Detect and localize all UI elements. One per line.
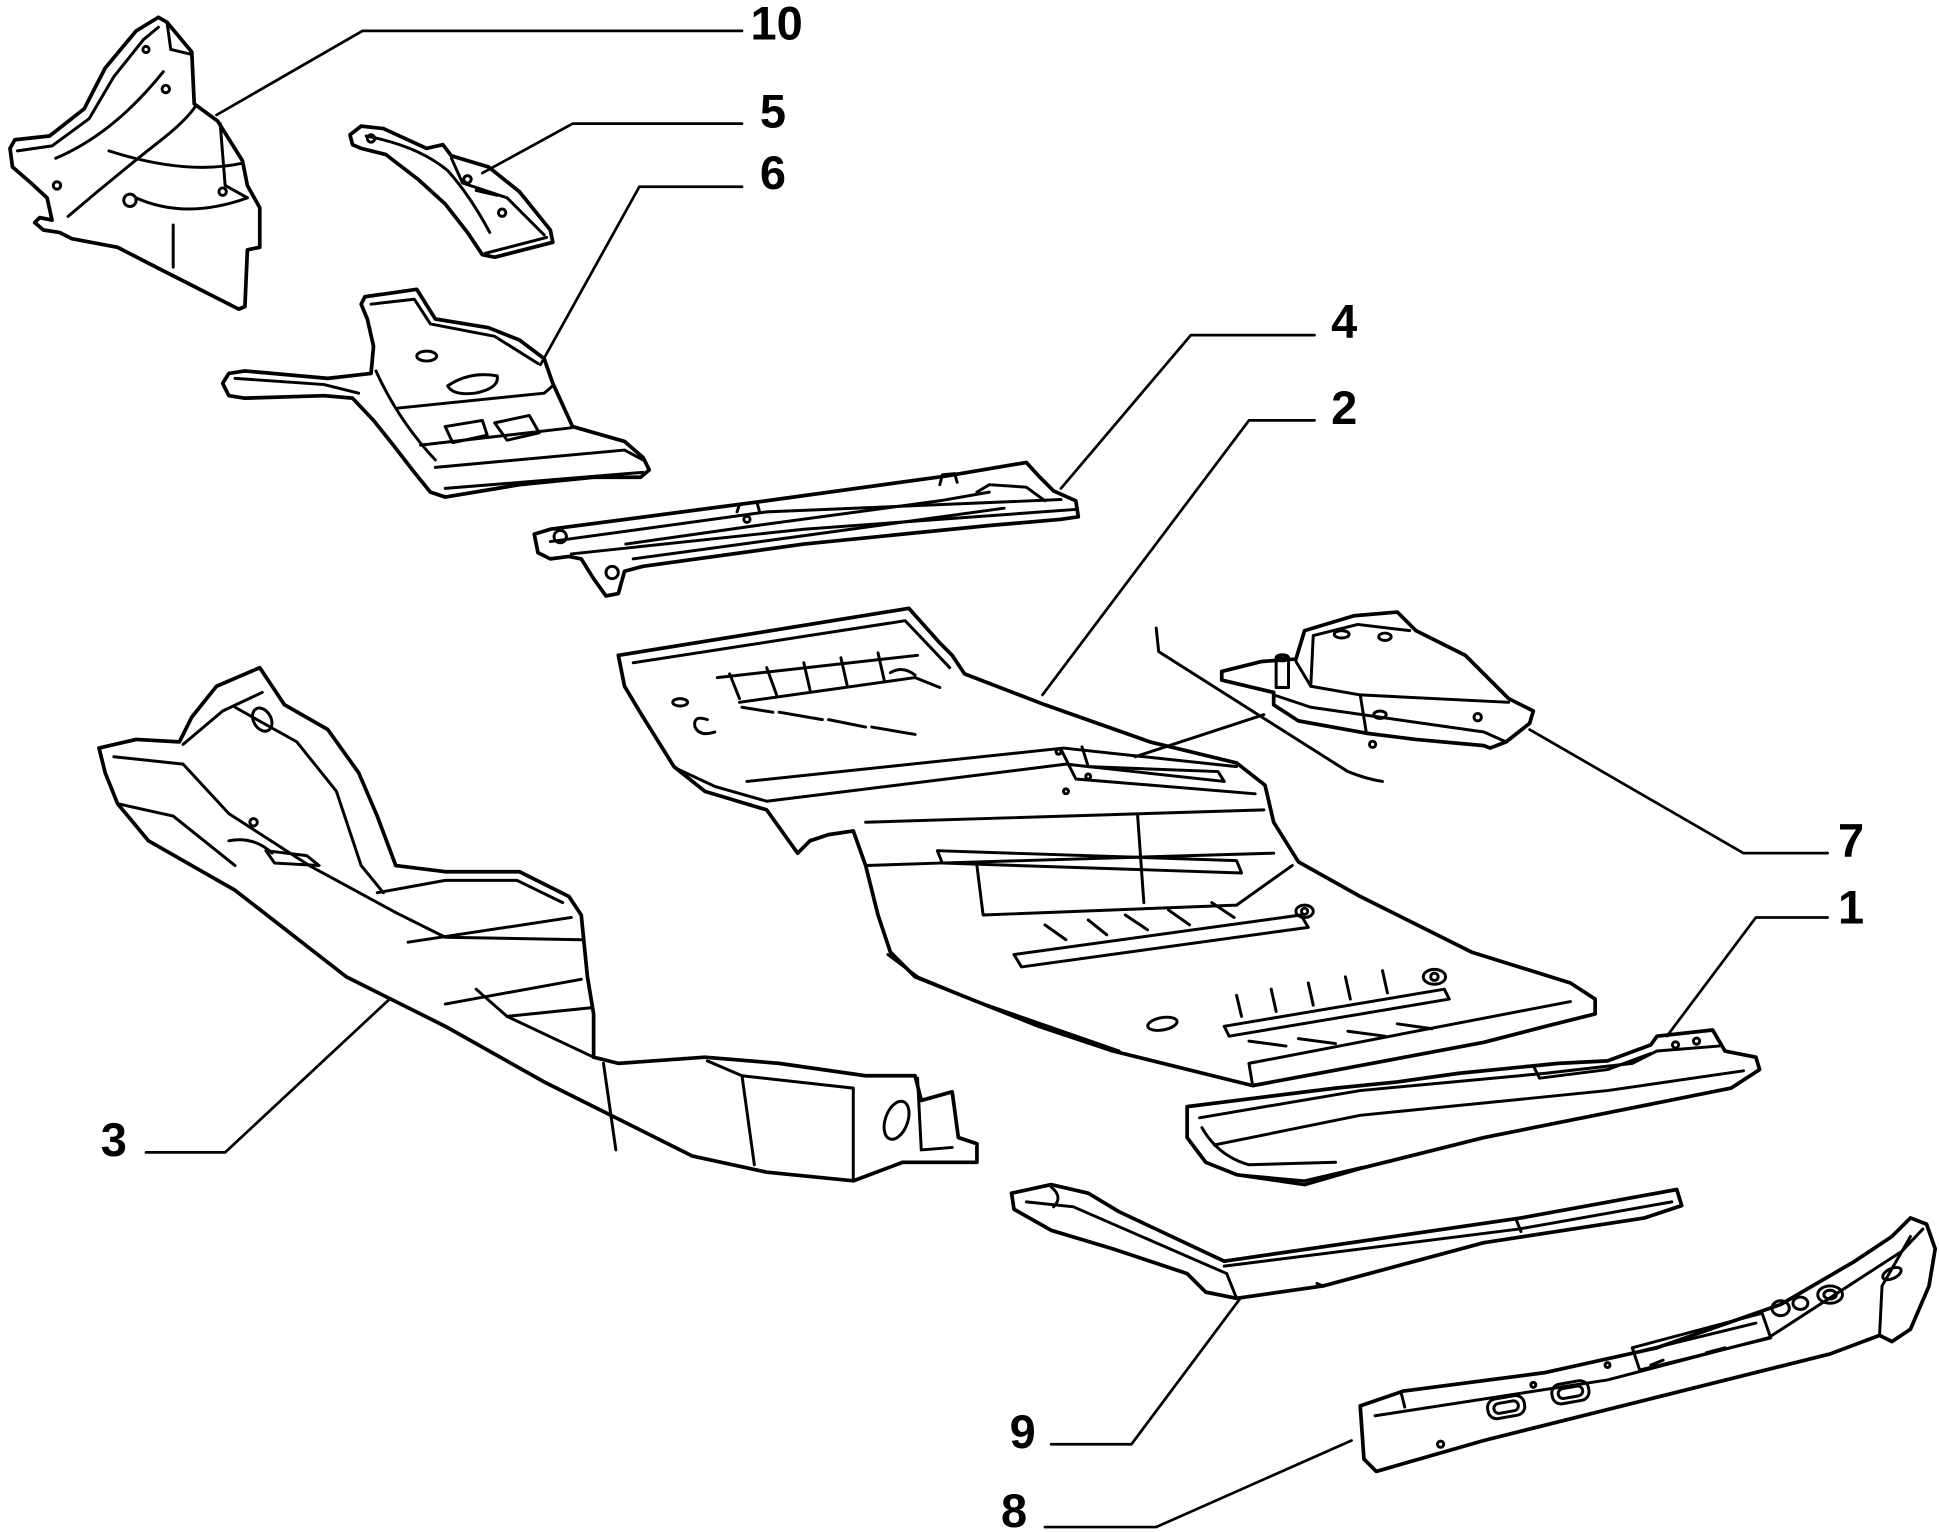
leader-line-5 (480, 122, 744, 175)
part-2-drawing (616, 606, 1598, 1088)
leader-line-4 (1059, 333, 1316, 490)
part-3-drawing (97, 665, 979, 1183)
callout-label-9: 9 (1010, 1405, 1036, 1458)
callout-label-8: 8 (1001, 1484, 1027, 1532)
part-4-drawing (532, 460, 1081, 598)
part-10-drawing (8, 15, 262, 311)
part-1-drawing (1185, 1028, 1762, 1187)
leader-line-8 (1043, 1439, 1353, 1529)
leader-line-1 (1665, 916, 1829, 1038)
leader-line-2 (1041, 419, 1316, 697)
leader-line-7 (1528, 728, 1829, 855)
leader-line-10 (215, 29, 744, 117)
callout-label-3: 3 (101, 1113, 127, 1166)
part-7-drawing (1219, 610, 1536, 750)
callout-label-6: 6 (760, 146, 786, 199)
callout-label-2: 2 (1331, 381, 1357, 434)
leader-line-3 (144, 997, 391, 1154)
callout-label-4: 4 (1331, 295, 1357, 348)
part-6-drawing (220, 287, 652, 499)
part-9-drawing (1009, 1182, 1684, 1301)
callout-label-5: 5 (760, 84, 786, 137)
callout-label-10: 10 (750, 0, 802, 50)
leader-line-9 (1049, 1296, 1242, 1446)
reference-lines (1133, 626, 1384, 783)
callout-label-7: 7 (1838, 814, 1864, 867)
part-8-drawing (1358, 1216, 1938, 1474)
callout-label-1: 1 (1838, 881, 1864, 934)
leader-line-6 (539, 185, 744, 367)
part-5-drawing (348, 124, 555, 260)
